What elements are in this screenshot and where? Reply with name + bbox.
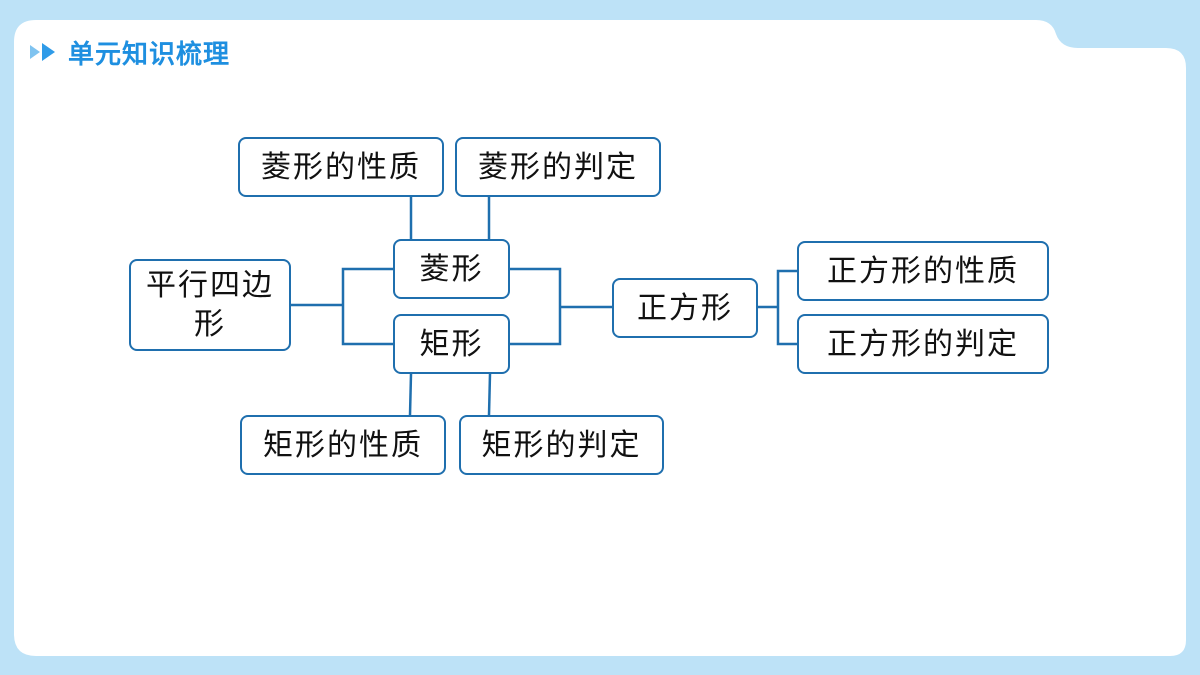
node-square: 正方形 (612, 278, 758, 338)
connector-to-rhombus (341, 267, 393, 305)
connector-to-square-properties (776, 269, 797, 307)
section-header: 单元知识梳理 (28, 32, 230, 72)
connector-to-rectangle (341, 305, 393, 346)
connector-rectangle-properties (408, 373, 413, 416)
connector-to-square-criteria (776, 307, 797, 346)
node-rhombus-properties: 菱形的性质 (238, 137, 444, 197)
node-rectangle-criteria: 矩形的判定 (459, 415, 664, 475)
section-title: 单元知识梳理 (68, 39, 231, 70)
node-parallelogram: 平行四边形 (129, 259, 291, 351)
connector-rectangle-criteria (487, 373, 492, 416)
node-rhombus-criteria: 菱形的判定 (455, 137, 661, 197)
node-square-criteria: 正方形的判定 (797, 314, 1049, 374)
node-rhombus: 菱形 (393, 239, 510, 299)
node-rectangle: 矩形 (393, 314, 510, 374)
node-rectangle-properties: 矩形的性质 (240, 415, 446, 475)
node-square-properties: 正方形的性质 (797, 241, 1049, 301)
double-triangle-icon (30, 43, 55, 61)
connector-rhombus-to-square (510, 267, 562, 346)
